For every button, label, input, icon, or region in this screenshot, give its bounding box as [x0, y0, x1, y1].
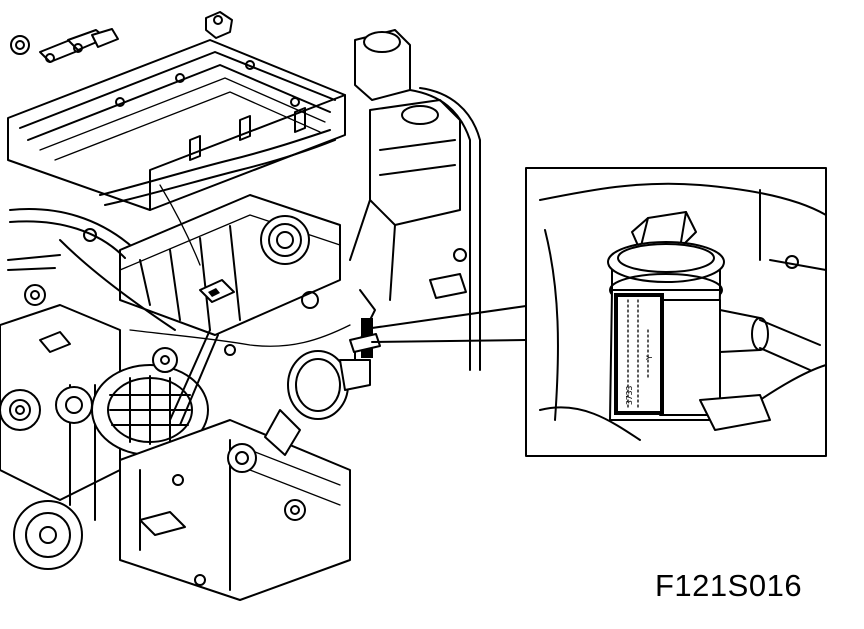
label-line-1: 3733 — [625, 386, 634, 405]
figure-id: F121S016 — [655, 568, 803, 603]
detail-inset: 3733 Y — [525, 167, 827, 457]
intake-manifold — [119, 194, 341, 336]
misc-engine-parts — [7, 228, 319, 356]
oil-filter-body — [609, 289, 821, 431]
alternator — [91, 347, 209, 456]
top-connectors — [10, 11, 233, 63]
label-line-2: Y — [645, 355, 654, 360]
identification-label: 3733 Y — [614, 293, 664, 415]
callout-leader-lines — [371, 305, 527, 343]
oil-filter-housing-engine — [264, 318, 381, 456]
oil-filter-cap — [607, 211, 725, 307]
valve-cover — [7, 39, 346, 211]
belt-drive — [0, 304, 121, 570]
engine-assembly — [0, 11, 481, 601]
engine-block — [119, 329, 351, 601]
coolant-tank — [349, 29, 481, 371]
